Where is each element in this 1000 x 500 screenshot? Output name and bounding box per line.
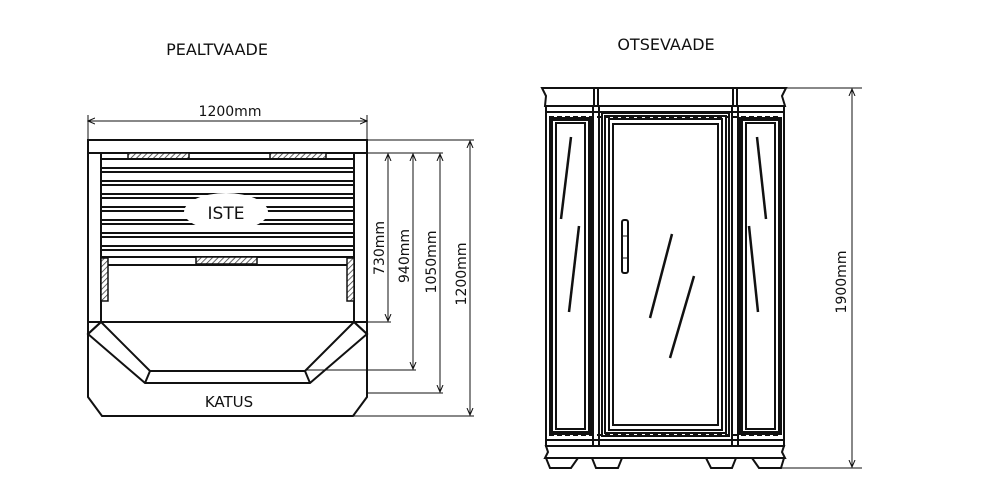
seat-label: ISTE bbox=[208, 204, 245, 224]
front-heater bbox=[195, 256, 258, 265]
width-label: 1200mm bbox=[199, 104, 262, 120]
side-heater-right bbox=[346, 257, 355, 302]
front-view: OTSEVAADE bbox=[540, 35, 862, 469]
seat-label-bg bbox=[184, 193, 268, 231]
foot bbox=[704, 457, 738, 469]
door-reflection bbox=[648, 233, 674, 319]
top-cornice bbox=[540, 87, 788, 107]
depth-label-1050: 1050mm bbox=[424, 231, 440, 294]
right-pillar bbox=[731, 105, 739, 447]
side-heater-left bbox=[100, 257, 109, 302]
door-handle[interactable] bbox=[621, 219, 629, 274]
glass-reflection bbox=[559, 136, 573, 220]
door-glass[interactable] bbox=[608, 118, 723, 431]
foot bbox=[750, 457, 786, 469]
top-view-title: PEALTVAADE bbox=[166, 40, 268, 59]
foot bbox=[590, 457, 624, 469]
depth-label-730: 730mm bbox=[372, 221, 388, 275]
left-pillar bbox=[592, 105, 600, 447]
front-view-title: OTSEVAADE bbox=[617, 35, 714, 54]
depth-dimensions: 730mm 940mm 1050mm 1200mm bbox=[305, 139, 474, 417]
base-plinth bbox=[543, 445, 787, 459]
door-frame bbox=[601, 112, 730, 437]
right-wall bbox=[353, 152, 368, 323]
depth-label-940: 940mm bbox=[397, 229, 413, 283]
foot bbox=[544, 457, 580, 469]
depth-label-1200: 1200mm bbox=[454, 243, 470, 306]
top-view: PEALTVAADE 1200mm bbox=[86, 40, 474, 417]
back-wall bbox=[87, 139, 368, 154]
right-glass-panel bbox=[739, 117, 782, 435]
left-wall bbox=[87, 152, 102, 323]
left-glass-panel bbox=[549, 117, 592, 435]
height-label: 1900mm bbox=[834, 251, 850, 314]
roof-label: KATUS bbox=[205, 393, 253, 411]
